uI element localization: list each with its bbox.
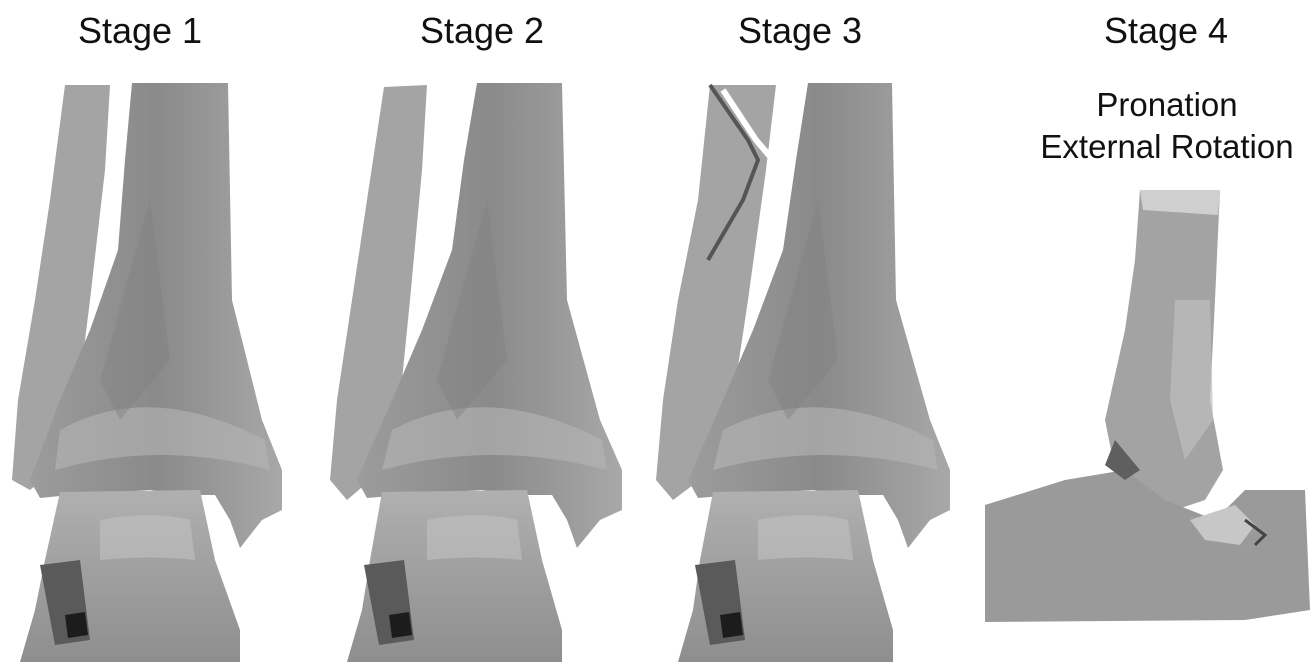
stage-2-ankle-illustration [322,0,632,662]
stage-1-ankle-illustration [0,0,300,662]
stage-3-ankle-illustration [648,0,968,662]
talus-calcaneus [985,470,1310,622]
stage-4-ankle-illustration [975,0,1315,662]
